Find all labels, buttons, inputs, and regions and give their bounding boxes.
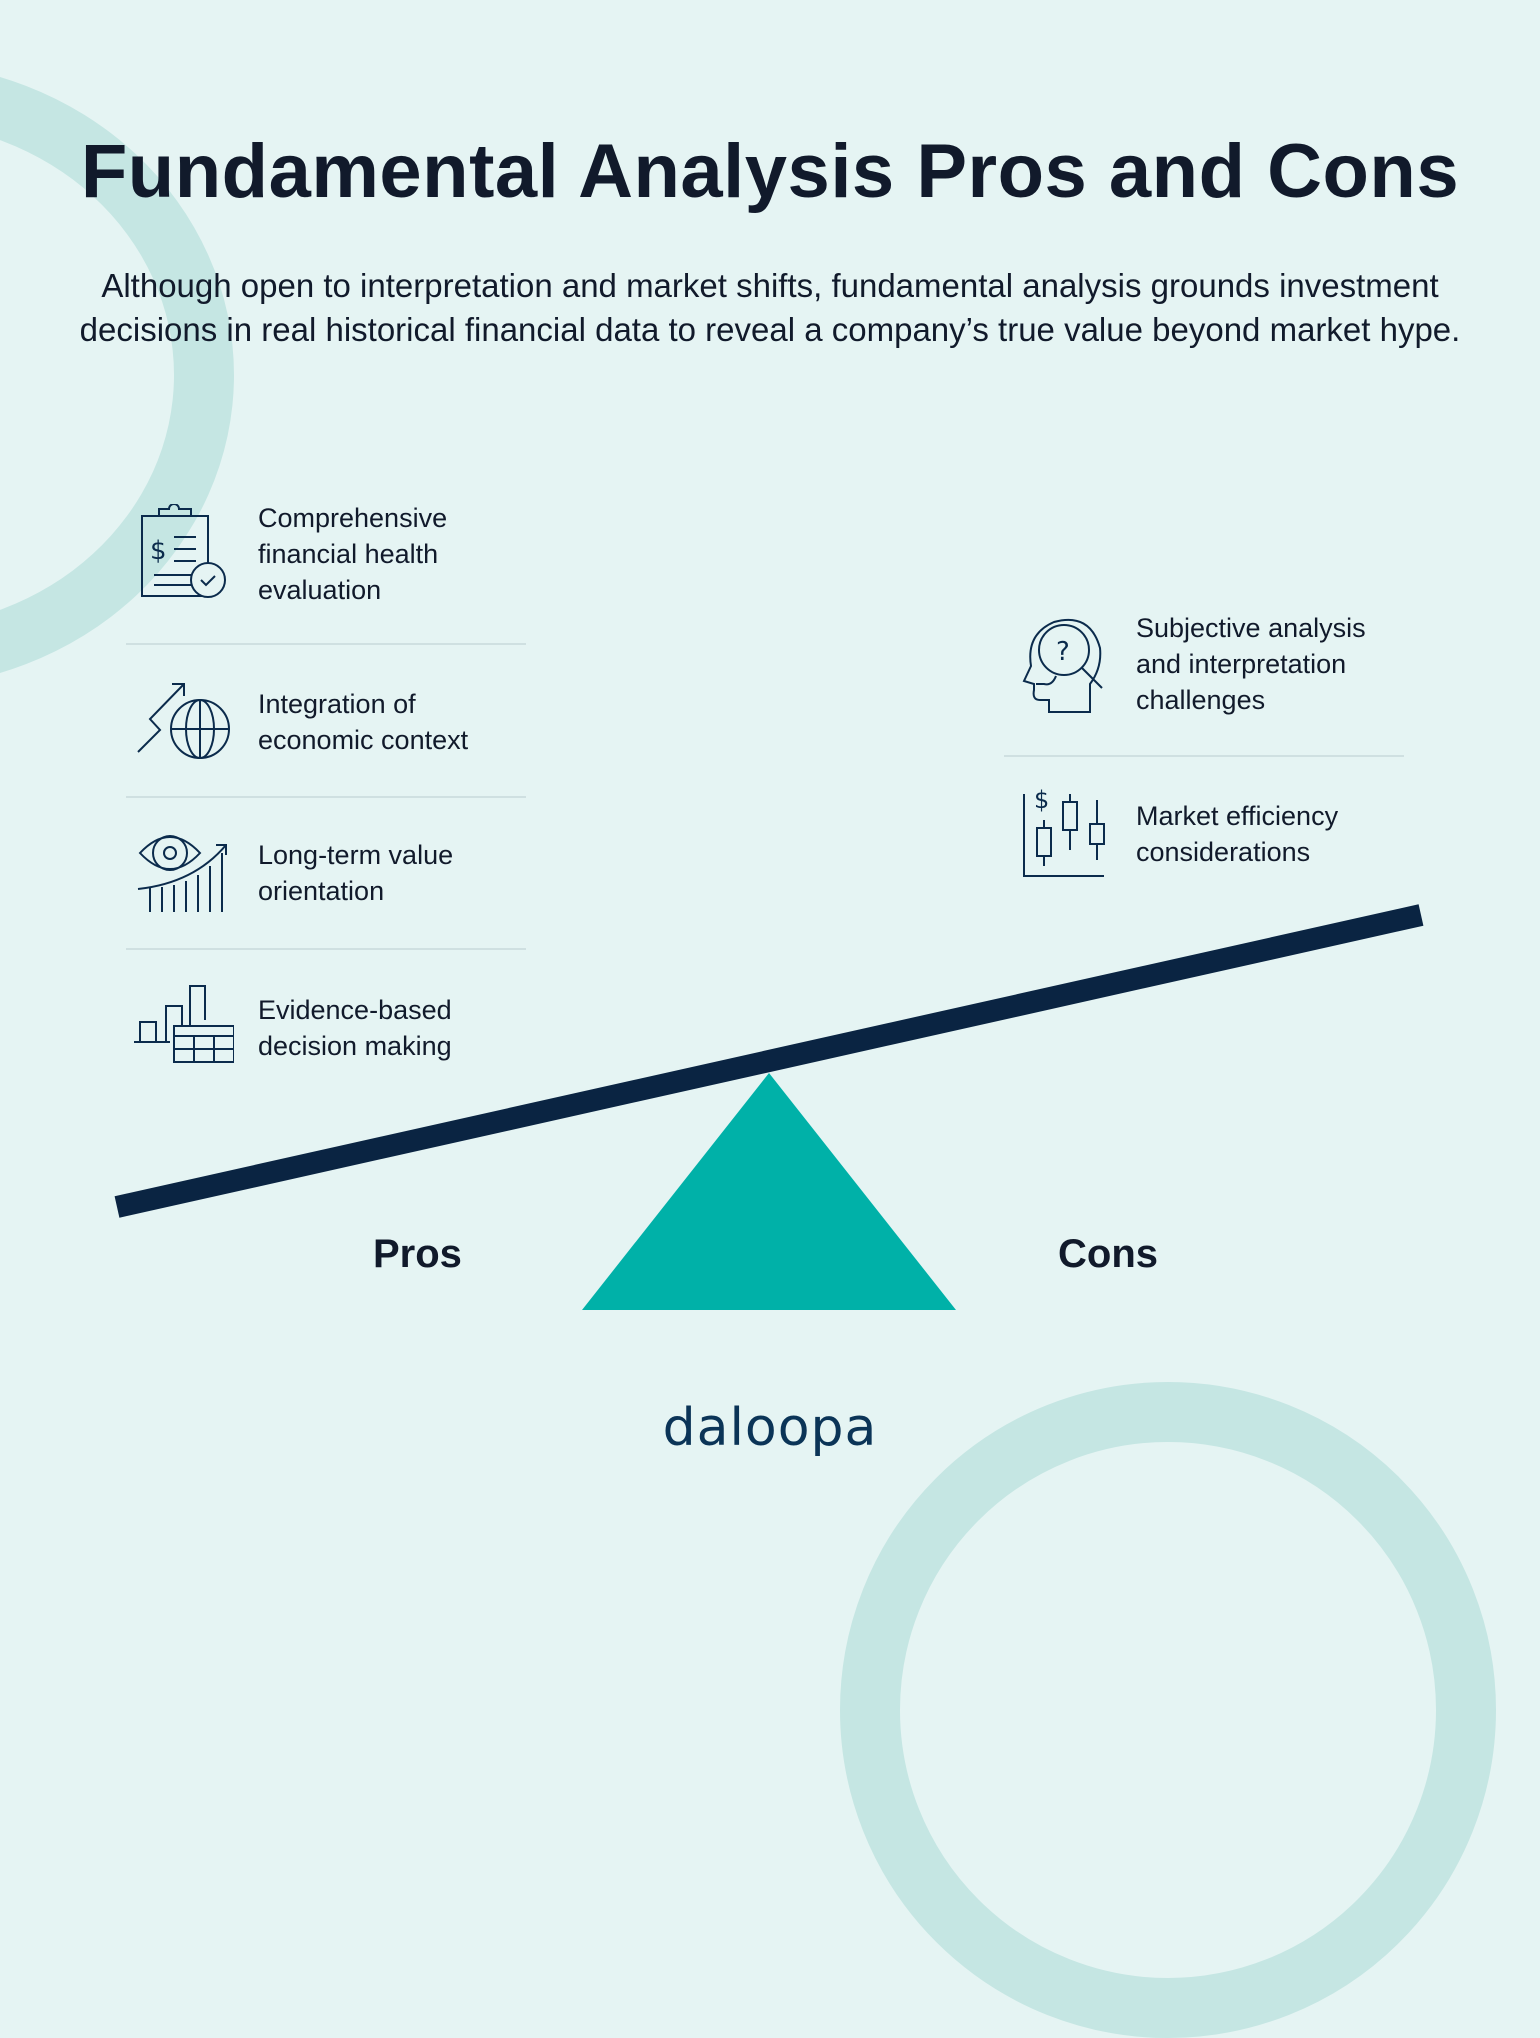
cons-label: Cons [1058,1232,1158,1276]
pro-item-label: Long-term value orientation [258,840,454,906]
svg-text:$: $ [1034,786,1049,814]
fulcrum-triangle [582,1073,956,1310]
divider [1004,755,1404,757]
bar-chart-table-icon [134,978,234,1078]
con-item-market-efficiency: $ Market efficiency considerations [1012,784,1338,884]
brand-logo: daloopa [662,1398,878,1458]
pro-item-label: Evidence-based decision making [258,995,452,1061]
decorative-ring-bottom [840,1382,1496,2038]
con-item-label: Subjective analysis and interpretation c… [1136,613,1366,715]
svg-text:?: ? [1056,637,1070,667]
con-item-label: Market efficiency considerations [1136,801,1339,867]
candlestick-dollar-icon: $ [1012,784,1112,884]
divider [126,796,526,798]
pros-label: Pros [373,1232,462,1276]
pro-item-long-term-value: Long-term value orientation [134,823,453,923]
svg-text:$: $ [150,536,167,566]
clipboard-dollar-check-icon: $ [134,504,234,604]
con-item-subjective-analysis: ? Subjective analysis and interpretation… [1012,610,1366,718]
head-question-magnifier-icon: ? [1012,614,1112,714]
page-title: Fundamental Analysis Pros and Cons [80,129,1460,214]
globe-trend-arrow-icon [134,672,234,772]
page-subtitle: Although open to interpretation and mark… [79,267,1461,348]
pro-item-financial-health: $ Comprehensive financial health evaluat… [134,500,447,608]
divider [126,948,526,950]
pro-item-evidence-based: Evidence-based decision making [134,978,452,1078]
eye-growth-chart-icon [134,823,234,923]
divider [126,643,526,645]
pro-item-label: Integration of economic context [258,689,469,755]
pro-item-economic-context: Integration of economic context [134,672,468,772]
pro-item-label: Comprehensive financial health evaluatio… [258,503,448,605]
